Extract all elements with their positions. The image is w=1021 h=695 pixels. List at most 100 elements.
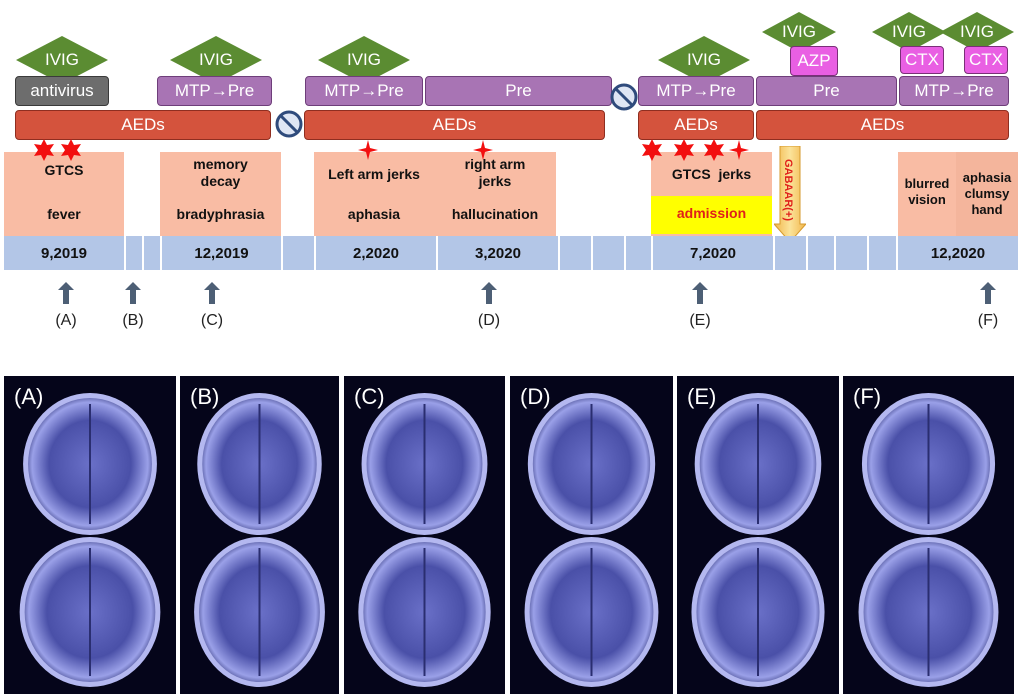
up-arrow-icon [692, 282, 708, 304]
mtp-pre-bar-1: MTP→Pre [157, 76, 272, 106]
mri-panel: (C) [344, 376, 505, 694]
ivig-diamond-3: IVIG [318, 36, 410, 84]
brain-scan-image [691, 393, 825, 687]
ivig-diamond-7: IVIG [940, 12, 1014, 52]
aeds-label: AEDs [432, 115, 477, 134]
brain-scan-image [194, 393, 325, 687]
mtp-pre-label: MTP→Pre [656, 81, 736, 100]
date-label: 9,2019 [41, 244, 87, 262]
pre-label: Pre [505, 81, 532, 100]
symptom-box-3 [314, 152, 556, 236]
date-cell-empty [593, 236, 624, 270]
mtp-pre-label: MTP→Pre [174, 81, 255, 100]
aeds-label: AEDs [674, 115, 718, 134]
mtp-pre-bar-3: MTP→Pre [638, 76, 754, 106]
aeds-bar-3: AEDs [638, 110, 754, 140]
date-label: 7,2020 [690, 244, 736, 262]
aeds-label: AEDs [121, 115, 165, 134]
date-cell: 7,2020 [653, 236, 773, 270]
stop-icon [610, 83, 638, 111]
ctx-box-1: CTX [900, 46, 944, 74]
mri-panel: (E) [677, 376, 839, 694]
ivig-diamond-4: IVIG [658, 36, 750, 84]
ivig-label: IVIG [891, 22, 926, 41]
antivirus-bar: antivirus [15, 76, 109, 106]
ivig-label: IVIG [346, 50, 381, 69]
aeds-label: AEDs [860, 115, 905, 134]
up-arrow-icon [58, 282, 74, 304]
bradyphrasia-text: bradyphrasia [176, 206, 265, 222]
date-cell-empty [560, 236, 591, 270]
mri-panel: (A) [4, 376, 176, 694]
up-arrow-icon [481, 282, 497, 304]
marker-label: (D) [477, 312, 501, 329]
aeds-bar-1: AEDs [15, 110, 271, 140]
symptom-box-1 [4, 152, 124, 236]
mtp-pre-bar-4: MTP→Pre [899, 76, 1009, 106]
hallucination-text: hallucination [451, 206, 539, 222]
date-label: 12,2019 [194, 244, 249, 262]
aeds-bar-4: AEDs [756, 110, 1009, 140]
date-label: 3,2020 [475, 244, 521, 262]
stop-icon [275, 110, 303, 138]
up-arrow-icon [125, 282, 141, 304]
panel-label: (F) [853, 384, 882, 409]
date-cell: 2,2020 [316, 236, 436, 270]
panel-label: (E) [687, 384, 717, 409]
fever-text: fever [47, 206, 81, 222]
date-cell-empty [283, 236, 314, 270]
ctx-label: CTX [905, 50, 939, 69]
aphasia-text: aphasia [347, 206, 401, 222]
panel-label: (C) [354, 384, 385, 409]
symptom-box-divider [956, 152, 1018, 236]
mri-panel: (D) [510, 376, 673, 694]
date-cell-empty [626, 236, 651, 270]
gtcs-jerks-text: GTCS jerks [671, 166, 752, 182]
ivig-diamond-1: IVIG [16, 36, 108, 84]
ivig-diamond-2: IVIG [170, 36, 262, 84]
date-cell-empty [869, 236, 896, 270]
ivig-label: IVIG [44, 50, 79, 69]
date-cell: 12,2019 [162, 236, 281, 270]
up-arrow-icon [204, 282, 220, 304]
ivig-label: IVIG [198, 50, 233, 69]
date-cell: 9,2019 [4, 236, 124, 270]
pre-bar-2: Pre [756, 76, 897, 106]
marker-label: (A) [55, 312, 77, 329]
date-cell-empty [836, 236, 867, 270]
marker-label: (E) [689, 312, 711, 329]
mtp-pre-label: MTP→Pre [914, 81, 994, 100]
date-cell: 12,2020 [898, 236, 1018, 270]
ivig-diamond-5: IVIG [762, 12, 836, 52]
marker-label: (C) [200, 312, 224, 329]
ivig-label: IVIG [781, 22, 816, 41]
pre-bar-1: Pre [425, 76, 612, 106]
mri-panel: (F) [843, 376, 1014, 694]
date-cell-empty [808, 236, 834, 270]
date-label: 2,2020 [353, 244, 399, 262]
azp-box: AZP [790, 46, 838, 76]
ctx-box-2: CTX [964, 46, 1008, 74]
panel-label: (B) [190, 384, 220, 409]
ivig-label: IVIG [959, 22, 994, 41]
admission-text: admission [676, 205, 747, 221]
marker-row: (A)(B)(C)(D)(E)(F) [0, 282, 1021, 332]
antivirus-label: antivirus [30, 81, 94, 100]
aphasia-clumsy-hand-text: aphasia clumsy hand [962, 170, 1012, 217]
left-arm-jerks-text: Left arm jerks [328, 166, 420, 182]
mtp-pre-bar-2: MTP→Pre [305, 76, 423, 106]
date-cell-empty [775, 236, 806, 270]
ivig-label: IVIG [686, 50, 721, 69]
aeds-bar-2: AEDs [304, 110, 605, 140]
brain-scan-image [524, 393, 659, 687]
panel-label: (D) [520, 384, 551, 409]
date-cell-empty [126, 236, 142, 270]
ctx-label: CTX [969, 50, 1003, 69]
brain-scan-image [19, 393, 161, 687]
blurred-vision-text: blurred vision [904, 176, 950, 207]
right-arm-jerks-text: right arm jerks [464, 156, 526, 189]
date-label: 12,2020 [930, 244, 986, 262]
date-row: 9,2019 12,2019 2,2020 3,2020 7,2020 12,2020 [4, 236, 1018, 270]
up-arrow-icon [980, 282, 996, 304]
